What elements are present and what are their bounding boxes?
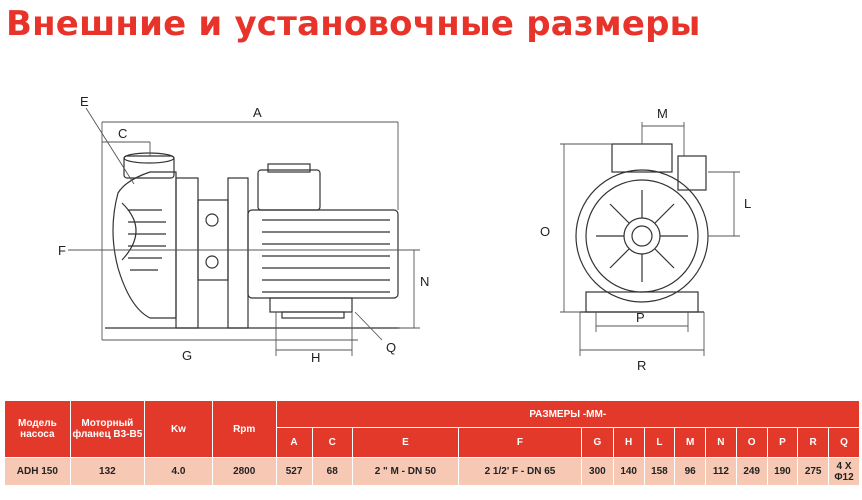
col-R: R: [797, 427, 830, 458]
col-model: Модель насоса: [4, 400, 71, 458]
cell-N: 112: [705, 457, 737, 486]
label-O: O: [540, 224, 550, 239]
front-outlet: [677, 155, 707, 191]
cell-C: 68: [311, 457, 353, 486]
terminal-box: [257, 169, 321, 211]
table-row: ADH 150 132 4.0 2800 527 68 2 " M - DN 5…: [4, 457, 860, 486]
page-title: Внешние и установочные размеры: [6, 4, 701, 44]
col-G: G: [580, 427, 614, 458]
col-M: M: [674, 427, 707, 458]
label-M: M: [657, 106, 668, 121]
cell-L: 158: [643, 457, 676, 486]
motor-feet: [269, 297, 353, 313]
col-H: H: [612, 427, 645, 458]
front-view-labels: M L O P R: [540, 106, 751, 373]
cell-P: 190: [766, 457, 799, 486]
label-Q: Q: [386, 340, 396, 355]
pump-outlet: [123, 155, 175, 179]
cell-E: 2 " M - DN 50: [351, 457, 459, 486]
label-C: C: [118, 126, 127, 141]
cell-G: 300: [580, 457, 614, 486]
cell-M: 96: [674, 457, 707, 486]
col-flange: Моторный фланец B3-B5: [69, 400, 146, 458]
label-P: P: [636, 310, 645, 325]
cell-kw: 4.0: [144, 457, 213, 486]
label-R: R: [637, 358, 646, 373]
pump-volute: [112, 171, 177, 319]
cell-flange: 132: [69, 457, 146, 486]
label-H: H: [311, 350, 320, 365]
pump-flange: [175, 177, 199, 329]
table-header-row-1: Модель насоса Моторный фланец B3-B5 Kw R…: [4, 400, 861, 458]
side-view-labels: E A C F N G H Q: [58, 94, 429, 365]
col-F: F: [457, 427, 582, 458]
col-Q: Q: [828, 427, 860, 458]
col-L: L: [643, 427, 676, 458]
motor-flange: [227, 177, 249, 329]
cell-H: 140: [612, 457, 645, 486]
motor-body: [247, 209, 399, 299]
table-header-row-2: A C E F G H L M N O P R Q: [5, 427, 860, 458]
label-G: G: [182, 348, 192, 363]
label-N: N: [420, 274, 429, 289]
label-E: E: [80, 94, 89, 109]
label-A: A: [253, 105, 262, 120]
col-C: C: [311, 427, 353, 458]
label-F: F: [58, 243, 66, 258]
col-kw: Kw: [144, 400, 213, 458]
col-E: E: [351, 427, 459, 458]
col-dimensions: РАЗМЕРЫ -MM-: [275, 400, 861, 428]
col-A: A: [275, 427, 313, 458]
front-inlet: [611, 143, 673, 173]
cell-Q: 4 X Φ12: [828, 457, 860, 486]
cell-model: ADH 150: [4, 457, 71, 486]
cell-rpm: 2800: [211, 457, 277, 486]
dimension-drawing: E A C F N G H Q: [58, 94, 751, 373]
cell-A: 527: [275, 457, 313, 486]
col-P: P: [766, 427, 799, 458]
label-L: L: [744, 196, 751, 211]
cell-O: 249: [735, 457, 768, 486]
cell-R: 275: [797, 457, 830, 486]
col-rpm: Rpm: [211, 400, 277, 458]
col-N: N: [705, 427, 737, 458]
col-O: O: [735, 427, 768, 458]
cell-F: 2 1/2' F - DN 65: [457, 457, 582, 486]
specs-table: Модель насоса Моторный фланец B3-B5 Kw R…: [4, 400, 861, 486]
